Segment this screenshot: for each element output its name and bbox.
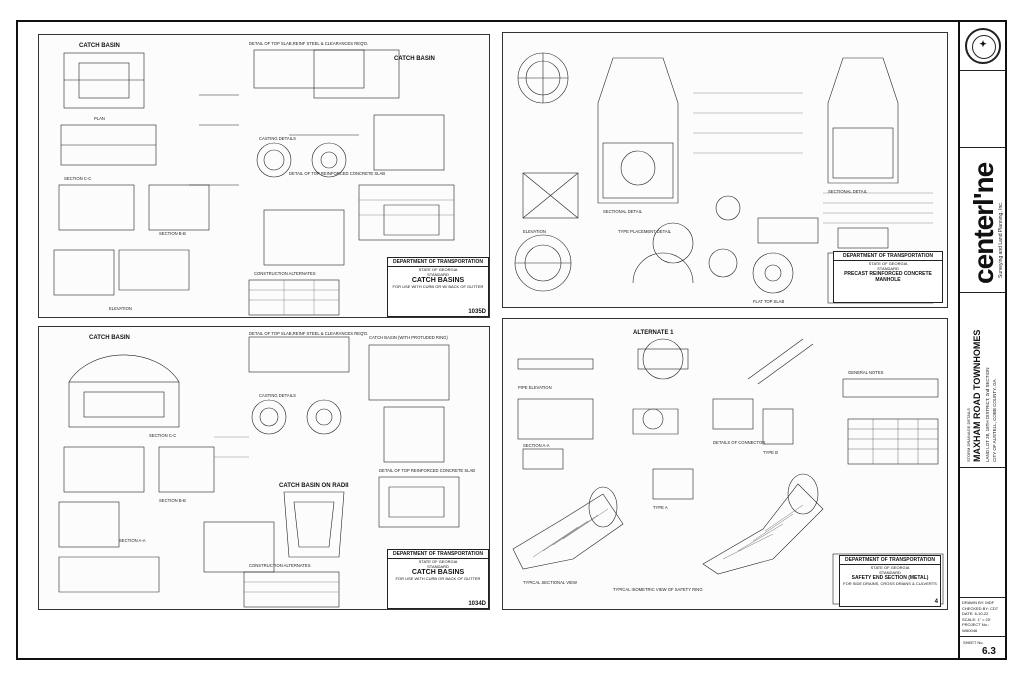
panel1-agency: DEPARTMENT OF TRANSPORTATION xyxy=(388,258,488,267)
sheet-title-block: ✦ centerl'ne Surveying and Land Planning… xyxy=(958,22,1005,658)
safety-end-drawing: ALTERNATE 1 GENERAL NOTES SECTION A-A PI… xyxy=(512,330,944,605)
drawing-scale: SCALE: 1" = 20' xyxy=(962,616,991,622)
panel1-std-note: FOR USE WITH CURB OR W/ BACK OF GUTTER xyxy=(392,284,484,289)
panel3-std-name: CATCH BASINS xyxy=(411,569,465,576)
project-heading: STORM DRAINAGE DETAILS xyxy=(966,408,971,462)
panel1-title-4: CASTING DETAILS xyxy=(259,136,296,141)
panel1-std-number: 1035D xyxy=(468,309,486,315)
panel3-title-2: DETAIL OF TOP SLAB,REINF STEEL & CLEARAN… xyxy=(249,331,368,336)
panel3-title-9: DETAIL OF TOP REINFORCED CONCRETE SLAB xyxy=(379,468,475,473)
panel4-title-9: TYPICAL ISOMETRIC VIEW OF SAFETY RING xyxy=(613,587,703,592)
panel2-title-3: TYPE PLACEMENT DETAIL xyxy=(618,229,672,234)
panel4-state: STATE OF GEORGIA xyxy=(870,565,910,570)
checked-by: CHECKED BY: CDT xyxy=(962,605,999,611)
panel2-title-1: SECTIONAL DETAIL xyxy=(603,209,643,214)
sheet-number-label: SHEET No. xyxy=(963,640,984,645)
panel2-title-5: ELEVATION xyxy=(523,229,546,234)
panel1-title-6: SECTION B-B xyxy=(159,231,186,236)
panel3-agency: DEPARTMENT OF TRANSPORTATION xyxy=(388,550,488,559)
panel3-title-block: DEPARTMENT OF TRANSPORTATION STATE OF GE… xyxy=(387,549,489,609)
panel1-title-3: CATCH BASIN xyxy=(394,56,435,62)
panel2-agency: DEPARTMENT OF TRANSPORTATION xyxy=(834,252,942,261)
panel2-title-4: FLAT TOP SLAB xyxy=(753,299,784,304)
panel1-title-block: DEPARTMENT OF TRANSPORTATION STATE OF GE… xyxy=(387,257,489,317)
panel3-title-7: SECTION B-B xyxy=(159,498,186,503)
panel4-std-number: 4 xyxy=(934,599,938,605)
drawing-sheet-border xyxy=(16,20,1007,660)
panel3-title-6: SECTION C-C xyxy=(149,433,176,438)
manhole-drawing: SECTIONAL DETAIL SECTIONAL DETAIL TYPE P… xyxy=(514,52,934,304)
panel4-title-1: ALTERNATE 1 xyxy=(633,330,674,336)
panel3-title-10: CONSTRUCTION ALTERNATES xyxy=(249,563,311,568)
engineer-seal-icon: ✦ xyxy=(965,28,1001,64)
panel3-title-4: CASTING DETAILS xyxy=(259,393,296,398)
panel2-standard: STANDARD xyxy=(877,266,899,271)
drawing-info: DRAWN BY: MDF CHECKED BY: CDT DATE: 6-10… xyxy=(962,600,1004,634)
panel3-state: STATE OF GEORGIA xyxy=(418,559,458,564)
panel2-title-block: DEPARTMENT OF TRANSPORTATION STATE OF GE… xyxy=(833,251,943,303)
panel1-std-name: CATCH BASINS xyxy=(411,277,465,284)
sheet-number: 6.3 xyxy=(982,646,996,657)
panel4-agency: DEPARTMENT OF TRANSPORTATION xyxy=(840,556,940,565)
catch-basin-drawing-2: CATCH BASIN DETAIL OF TOP SLAB,REINF STE… xyxy=(58,331,475,608)
project-title: MAXHAM ROAD TOWNHOMES xyxy=(972,329,982,462)
panel1-title-8: ELEVATION xyxy=(109,306,132,311)
panel1-standard: STANDARD xyxy=(427,272,449,277)
panel1-title-9: DETAIL OF TOP REINFORCED CONCRETE SLAB xyxy=(289,171,385,176)
panel4-title-6: TYPE B xyxy=(763,450,778,455)
detail-panel-catch-basin-bottom: CATCH BASIN DETAIL OF TOP SLAB,REINF STE… xyxy=(38,326,490,610)
detail-panel-safety-end-section: ALTERNATE 1 GENERAL NOTES SECTION A-A PI… xyxy=(502,318,948,610)
project-location-line-1: LAND LOT 28, 18TH DISTRICT, 2nd SECTION xyxy=(985,367,990,462)
panel3-title-1: CATCH BASIN xyxy=(89,335,130,341)
panel3-std-number: 1034D xyxy=(468,601,486,607)
drawing-date: DATE: 6-10-22 xyxy=(962,611,989,617)
company-logo-text: centerl'ne xyxy=(968,162,999,284)
panel3-std-note: FOR USE WITH CURB OR BACK OF GUTTER xyxy=(395,576,481,581)
panel4-title-2: GENERAL NOTES xyxy=(848,370,884,375)
company-subtitle: Surveying and Land Planning, Inc. xyxy=(998,201,1004,278)
project-number-label: PROJECT No.: xyxy=(962,622,990,628)
panel2-state: STATE OF GEORGIA xyxy=(868,261,908,266)
panel3-standard: STANDARD xyxy=(427,564,449,569)
panel2-std-name: PRECAST REINFORCED CONCRETE MANHOLE xyxy=(844,271,932,283)
panel4-standard: STANDARD xyxy=(879,570,901,575)
panel1-title-1: CATCH BASIN xyxy=(79,43,120,49)
panel3-title-3: CATCH BASIN (WITH PROTUDED RING) xyxy=(369,335,448,340)
panel1-title-10: CONSTRUCTION ALTERNATES xyxy=(254,271,316,276)
panel1-state: STATE OF GEORGIA xyxy=(418,267,458,272)
panel4-title-4: PIPE ELEVATION xyxy=(518,385,552,390)
panel4-std-name: SAFETY END SECTION (METAL) xyxy=(851,575,929,581)
project-location-line-2: CITY OF AUSTELL, COBB COUNTY, GA xyxy=(992,379,997,462)
panel4-title-5: TYPE A xyxy=(653,505,668,510)
panel3-title-8: SECTION A-A xyxy=(119,538,146,543)
panel1-title-2: DETAIL OF TOP SLAB,REINF STEEL & CLEARAN… xyxy=(249,41,368,46)
panel3-title-5: CATCH BASIN ON RADII xyxy=(279,483,349,489)
panel4-std-note: FOR SIDE DRAINS, CROSS DRAINS & CULVERTS xyxy=(843,581,937,586)
panel4-title-7: DETAILS OF CONNECTOR xyxy=(713,440,765,445)
drawn-by: DRAWN BY: MDF xyxy=(962,600,995,605)
panel1-title-5: SECTION C-C xyxy=(64,176,91,181)
panel2-title-2: SECTIONAL DETAIL xyxy=(828,189,868,194)
project-number: WA0046 xyxy=(962,627,978,633)
panel4-title-3: SECTION A-A xyxy=(523,443,550,448)
catch-basin-drawing-1: CATCH BASIN DETAIL OF TOP SLAB,REINF STE… xyxy=(53,41,455,316)
detail-panel-catch-basin-top: CATCH BASIN DETAIL OF TOP SLAB,REINF STE… xyxy=(38,34,490,318)
detail-panel-manhole: SECTIONAL DETAIL SECTIONAL DETAIL TYPE P… xyxy=(502,32,948,308)
panel4-title-block: DEPARTMENT OF TRANSPORTATION STATE OF GE… xyxy=(839,555,941,607)
panel4-title-8: TYPICAL SECTIONAL VIEW xyxy=(523,580,577,585)
panel1-title-7: PLAN xyxy=(94,116,105,121)
